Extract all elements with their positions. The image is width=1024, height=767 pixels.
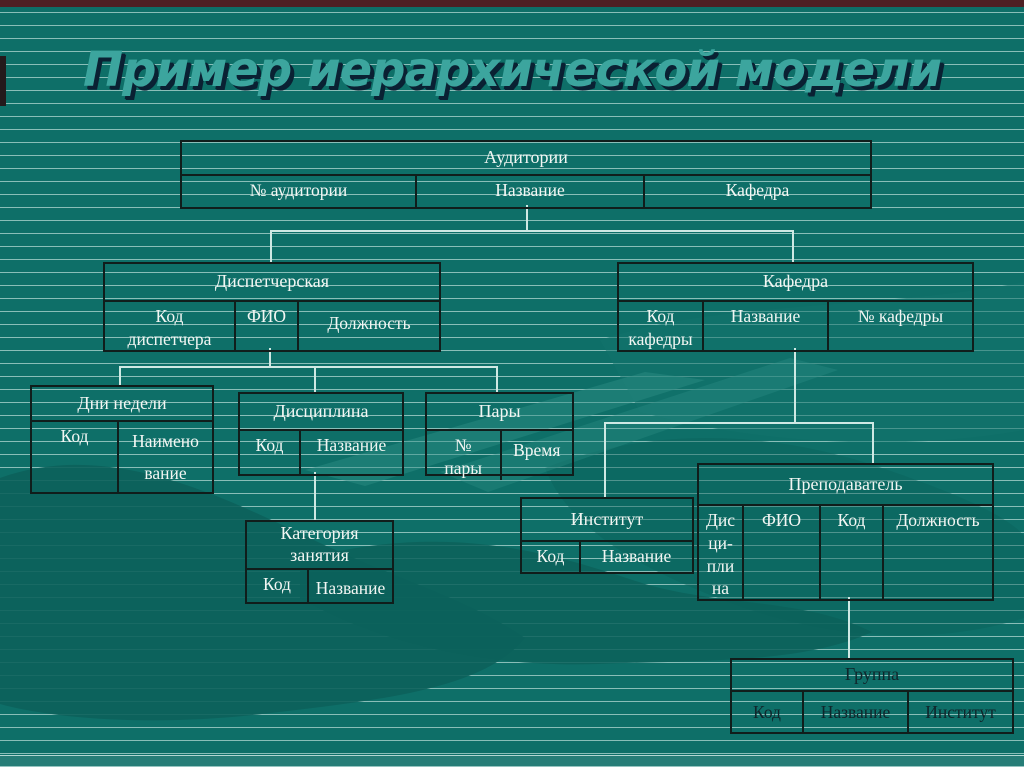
table-title: Институт xyxy=(522,499,692,542)
connector-line xyxy=(872,422,874,464)
table-column-cell: Название xyxy=(299,431,402,474)
slide-left-mark xyxy=(0,56,6,106)
table-column-cell: Название xyxy=(702,302,827,351)
table-column-cell: Код xyxy=(263,574,291,594)
entity-table-kafedra: Кафедра Код кафедры Название № кафедры xyxy=(617,262,974,352)
table-column-cell: Код кафедры xyxy=(628,306,693,349)
table-title: Преподаватель xyxy=(699,465,992,506)
entity-table-disciplina: Дисциплина Код Название xyxy=(238,392,404,476)
connector-line xyxy=(604,422,874,424)
connector-line xyxy=(119,366,498,368)
table-column-cell: Название xyxy=(415,176,643,207)
connector-line xyxy=(119,366,121,386)
entity-table-prepodavatel: Преподаватель Дис ци- пли на ФИО Код Дол… xyxy=(697,463,994,601)
table-column-cell: Код xyxy=(60,426,89,446)
connector-line xyxy=(794,348,796,424)
table-column-cell: Должность xyxy=(882,506,992,600)
entity-table-dispetcherskaya: Диспетчерская Код диспетчера ФИО Должнос… xyxy=(103,262,441,352)
table-title: Аудитории xyxy=(182,142,870,176)
table-title: Пары xyxy=(427,394,572,431)
slide-bottom-band xyxy=(0,755,1024,767)
table-column-cell: Код xyxy=(536,546,565,566)
connector-line xyxy=(270,230,272,263)
connector-line xyxy=(314,366,316,393)
entity-table-dni-nedeli: Дни недели Код Наимено вание xyxy=(30,385,214,494)
table-column-cell: № аудитории xyxy=(249,180,348,200)
entity-table-pary: Пары № пары Время xyxy=(425,392,574,480)
table-column-cell: № пары xyxy=(444,435,483,478)
table-column-cell: Код xyxy=(753,702,781,722)
slide-top-border xyxy=(0,0,1024,7)
table-column-cell: Время xyxy=(499,431,573,480)
connector-line xyxy=(604,422,606,498)
entity-table-auditorii: Аудитории № аудитории Название Кафедра xyxy=(180,140,872,209)
table-column-cell: Дис ци- пли на xyxy=(705,510,736,599)
connector-line xyxy=(496,366,498,393)
slide-title: Пример иерархической модели xyxy=(82,42,942,98)
connector-line xyxy=(270,230,794,232)
table-title: Группа xyxy=(732,660,1012,692)
table-column-cell: ФИО xyxy=(742,506,819,600)
table-column-cell: Наимено вание xyxy=(117,422,212,492)
table-column-cell: Название xyxy=(579,542,692,572)
table-column-cell: Код xyxy=(819,506,882,600)
connector-line xyxy=(848,597,850,659)
table-column-cell: Код диспетчера xyxy=(127,306,212,349)
connector-line xyxy=(526,205,528,232)
table-title: Кафедра xyxy=(619,264,972,302)
connector-line xyxy=(792,230,794,263)
table-column-cell: № кафедры xyxy=(827,302,972,351)
table-column-cell: Название xyxy=(307,570,392,602)
entity-table-institut: Институт Код Название xyxy=(520,497,694,574)
connector-line xyxy=(314,472,316,521)
table-title: Дисциплина xyxy=(240,394,402,431)
table-column-cell: ФИО xyxy=(234,302,297,351)
table-column-cell: Код xyxy=(255,435,284,455)
table-title: Категория занятия xyxy=(247,522,392,570)
table-column-cell: Должность xyxy=(297,302,439,351)
table-column-cell: Институт xyxy=(907,692,1012,732)
entity-table-gruppa: Группа Код Название Институт xyxy=(730,658,1014,734)
connector-line xyxy=(269,348,271,368)
table-column-cell: Название xyxy=(802,692,907,732)
table-title: Дни недели xyxy=(32,387,212,422)
table-column-cell: Кафедра xyxy=(643,176,870,207)
entity-table-kategoria-zanyatia: Категория занятия Код Название xyxy=(245,520,394,604)
table-title: Диспетчерская xyxy=(105,264,439,302)
